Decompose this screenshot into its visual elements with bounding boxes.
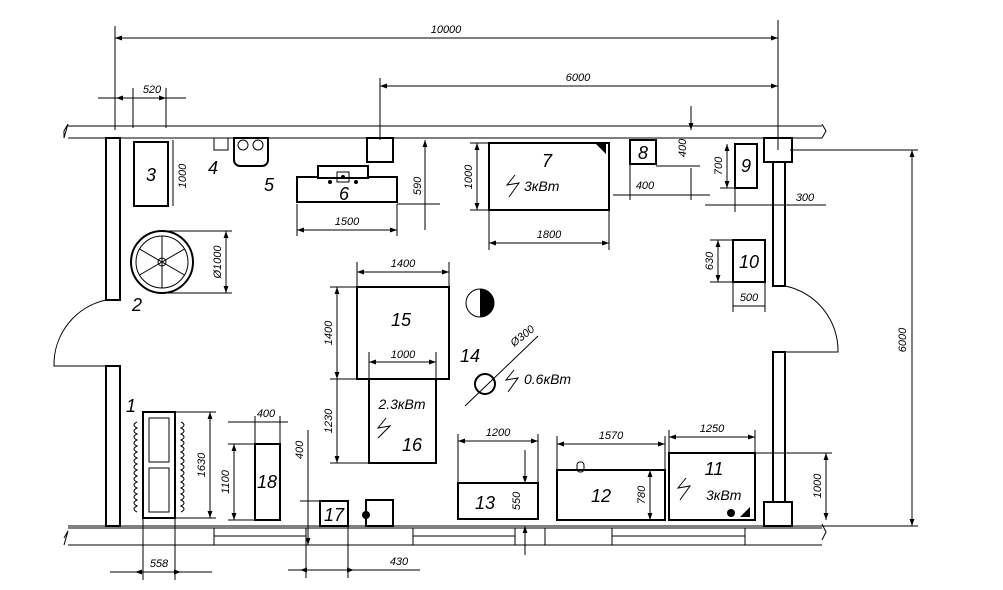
power-symbol-11 (676, 477, 692, 501)
dim-total-width: 10000 (431, 24, 462, 36)
item-label-2: 2 (131, 295, 142, 315)
power-14: 0.6кВт (524, 371, 571, 387)
item-label-10: 10 (739, 252, 759, 272)
fixture-4 (213, 138, 229, 151)
item-label-13: 13 (475, 493, 495, 513)
item-label-5: 5 (264, 175, 275, 195)
item-label-1: 1 (126, 396, 136, 416)
power-7: 3кВт (524, 178, 560, 194)
item-label-18: 18 (257, 472, 277, 492)
dim-right-width: 6000 (566, 72, 591, 84)
dim-558: 558 (150, 558, 169, 570)
equipment-18 (254, 443, 281, 521)
dim-1500: 1500 (335, 216, 360, 228)
dim-430: 430 (390, 556, 409, 568)
dim-400-17: 400 (294, 440, 306, 459)
table-15 (356, 286, 450, 380)
dim-500: 500 (740, 292, 759, 304)
item-label-8: 8 (638, 143, 648, 163)
item-label-11: 11 (705, 459, 724, 479)
dim-depth: 6000 (897, 327, 909, 352)
item-label-4: 4 (208, 158, 218, 178)
item-label-9: 9 (741, 156, 751, 176)
equipment-12 (556, 469, 666, 521)
item-label-3: 3 (146, 165, 156, 185)
drain-14 (474, 373, 496, 395)
dim-780: 780 (636, 485, 648, 504)
item-label-12: 12 (591, 486, 611, 506)
dim-1000-cab3: 1000 (177, 163, 189, 188)
equipment-13 (457, 482, 539, 520)
power-symbol-7 (505, 174, 521, 198)
dim-1570: 1570 (599, 430, 624, 442)
dimension-phi300: Ø300 (508, 323, 538, 350)
stove-6 (296, 165, 398, 203)
fixture-5 (233, 137, 269, 167)
dim-1000-11: 1000 (812, 473, 824, 498)
dim-1630: 1630 (196, 452, 208, 477)
dim-1100: 1100 (220, 469, 232, 494)
dim-400-b: 400 (677, 138, 689, 157)
item-label-6: 6 (339, 184, 350, 204)
item-label-7: 7 (542, 151, 553, 171)
dim-550: 550 (511, 491, 523, 510)
power-symbol-14 (504, 369, 520, 393)
equipment-11 (668, 452, 756, 521)
dim-520: 520 (143, 84, 162, 96)
item-label-14: 14 (460, 346, 480, 366)
walls (53, 123, 839, 546)
dim-700: 700 (713, 156, 725, 175)
dim-400-a: 400 (636, 180, 655, 192)
item-label-15: 15 (391, 310, 412, 330)
dim-1230: 1230 (323, 408, 335, 433)
equipment-17 (319, 500, 349, 527)
dim-1250: 1250 (700, 423, 725, 435)
dim-1400-top: 1400 (391, 258, 416, 270)
dimension-labels: 10000 6000 520 1000 590 1500 Ø1000 1000 … (143, 24, 909, 570)
half-circle-symbol (465, 288, 495, 318)
item-label-16: 16 (402, 435, 423, 455)
equipment-10 (732, 239, 766, 283)
power-16: 2.3кВт (377, 396, 425, 412)
rack-1 (133, 411, 185, 519)
dim-1200: 1200 (486, 427, 511, 439)
equipment-16 (368, 378, 437, 464)
fan-2 (130, 230, 194, 294)
power-symbol-16 (376, 417, 392, 439)
dim-1800: 1800 (537, 229, 562, 241)
dimension-lines (98, 20, 918, 580)
dim-400-18: 400 (257, 408, 276, 420)
dim-630: 630 (704, 251, 716, 270)
item-label-17: 17 (324, 505, 345, 525)
equipment-8 (629, 139, 657, 165)
dim-590: 590 (412, 176, 424, 195)
power-11: 3кВт (706, 487, 742, 503)
cabinet-3 (133, 141, 169, 207)
dim-phi1000: Ø1000 (212, 245, 224, 280)
equipment-9 (734, 143, 758, 189)
dim-300: 300 (796, 192, 815, 204)
dim-1000-15: 1000 (391, 349, 416, 361)
dim-1400-side: 1400 (323, 320, 335, 345)
dim-1000-t7: 1000 (463, 164, 475, 189)
equipment-7 (488, 142, 610, 211)
